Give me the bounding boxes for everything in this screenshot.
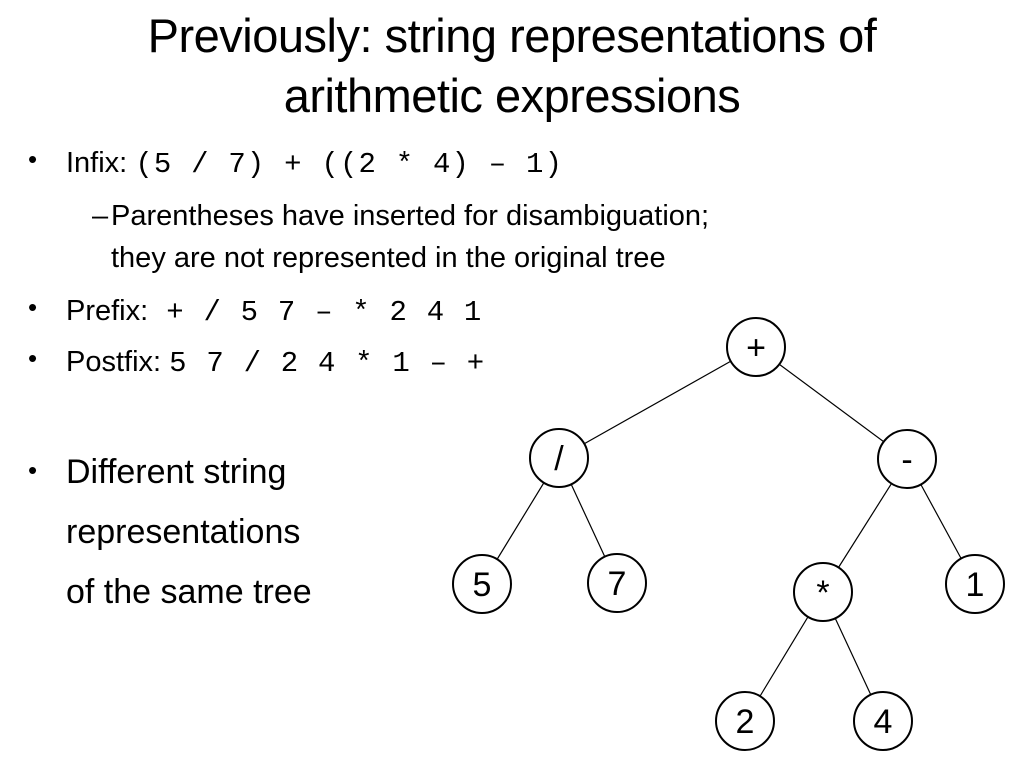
tree-node-label: + bbox=[746, 329, 766, 367]
tree-node-circle bbox=[793, 562, 853, 622]
postfix-label: Postfix: bbox=[66, 346, 162, 378]
summary-line-3: of the same tree bbox=[66, 573, 312, 611]
tree-edge-plus-div bbox=[558, 346, 757, 459]
tree-node-one: 1 bbox=[945, 554, 1005, 614]
tree-node-label: / bbox=[554, 440, 564, 478]
tree-node-circle bbox=[853, 691, 913, 751]
tree-edges bbox=[481, 346, 976, 722]
tree-node-five: 5 bbox=[452, 554, 512, 614]
tree-node-circle bbox=[945, 554, 1005, 614]
prefix-label: Prefix: bbox=[66, 295, 149, 327]
tree-node-circle bbox=[587, 553, 647, 613]
tree-node-circle bbox=[529, 428, 589, 488]
tree-node-label: * bbox=[816, 574, 829, 612]
bullet-dot-postfix: • bbox=[28, 343, 38, 373]
bullet-dot-prefix: • bbox=[28, 292, 38, 322]
summary-line-1: Different string bbox=[66, 453, 287, 491]
tree-node-circle bbox=[715, 691, 775, 751]
tree-node-label: 1 bbox=[966, 566, 985, 604]
summary-line-2: representations bbox=[66, 513, 301, 551]
tree-node-times: * bbox=[793, 562, 853, 622]
tree-node-label: 4 bbox=[874, 703, 893, 741]
tree-node-label: 7 bbox=[608, 565, 627, 603]
bullet-dot-infix: • bbox=[28, 144, 38, 174]
slide-title: Previously: string representations of ar… bbox=[40, 6, 984, 126]
tree-node-label: - bbox=[901, 441, 912, 479]
tree-node-two: 2 bbox=[715, 691, 775, 751]
bullet-infix: Infix: (5 / 7) + ((2 * 4) – 1) bbox=[66, 146, 563, 182]
sub-bullet-dash: – bbox=[92, 200, 109, 232]
bullet-postfix: Postfix: 5 7 / 2 4 * 1 – + bbox=[66, 345, 485, 381]
tree-node-label: 2 bbox=[736, 703, 755, 741]
postfix-expression: 5 7 / 2 4 * 1 – + bbox=[169, 347, 486, 380]
prefix-expression: + / 5 7 – * 2 4 1 bbox=[166, 296, 483, 329]
tree-node-four: 4 bbox=[853, 691, 913, 751]
tree-nodes: + / - 5 7 * 1 2 4 bbox=[452, 317, 1005, 751]
tree-edge-plus-minus bbox=[755, 346, 908, 460]
bullet-prefix: Prefix: + / 5 7 – * 2 4 1 bbox=[66, 294, 483, 330]
infix-label: Infix: bbox=[66, 147, 128, 179]
tree-node-circle bbox=[726, 317, 786, 377]
title-line-2: arithmetic expressions bbox=[283, 69, 741, 122]
tree-node-circle bbox=[877, 429, 937, 489]
tree-node-div: / bbox=[529, 428, 589, 488]
sub-bullet-infix-note: – bbox=[92, 199, 108, 233]
infix-expression: (5 / 7) + ((2 * 4) – 1) bbox=[135, 148, 564, 181]
infix-note-line-2: they are not represented in the original… bbox=[111, 242, 666, 274]
infix-note-line-1: Parentheses have inserted for disambigua… bbox=[111, 200, 710, 232]
tree-node-seven: 7 bbox=[587, 553, 647, 613]
bullet-dot-summary: • bbox=[28, 455, 38, 485]
tree-node-plus: + bbox=[726, 317, 786, 377]
tree-node-label: 5 bbox=[473, 566, 492, 604]
tree-node-circle bbox=[452, 554, 512, 614]
title-line-1: Previously: string representations of bbox=[147, 9, 877, 62]
tree-node-minus: - bbox=[877, 429, 937, 489]
